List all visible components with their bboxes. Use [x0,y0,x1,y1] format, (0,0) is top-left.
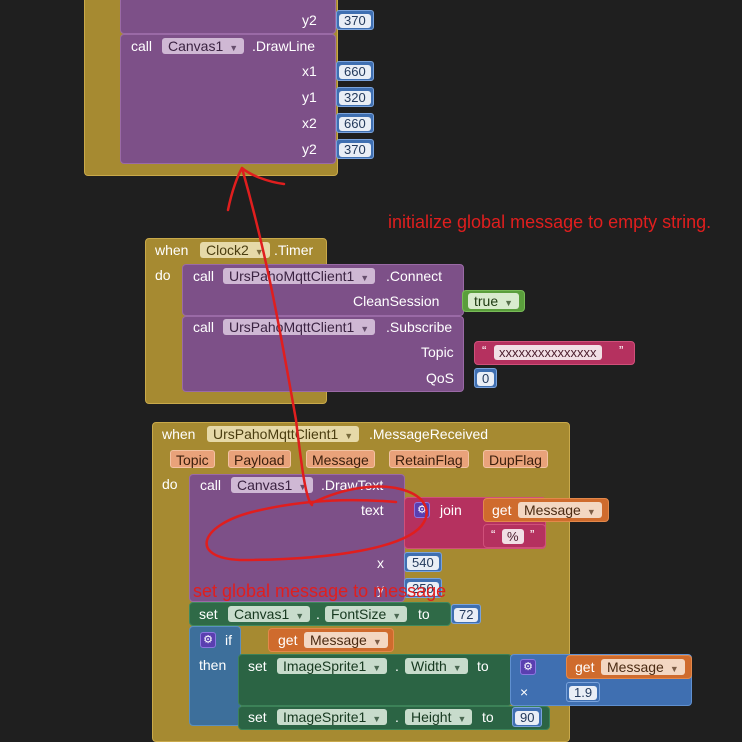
when-keyword: when [162,426,196,442]
annotation-note-top: initialize global message to empty strin… [388,212,712,232]
set-keyword: set [248,658,267,674]
boolean-dropdown[interactable]: true▼ [468,293,520,309]
component-dropdown[interactable]: Canvas1▼ [231,477,314,493]
number-block[interactable]: 250 [404,578,442,598]
component-dropdown[interactable]: UrsPahoMqttClient1▼ [207,426,360,442]
param-label: CleanSession [353,293,440,309]
variable-dropdown[interactable]: Message▼ [304,632,388,648]
to-keyword: to [418,606,430,622]
arg-label: y2 [302,141,317,157]
quote-open: “ [482,343,487,358]
number-block[interactable]: 660 [336,113,374,133]
call-keyword: call [193,268,215,284]
event-name: .MessageReceived [369,426,489,442]
call-keyword: call [193,319,215,335]
event-param-dupflag[interactable]: DupFlag [483,450,548,468]
dot-separator: . [395,658,399,674]
number-block[interactable]: 320 [336,87,374,107]
text-string-value[interactable]: xxxxxxxxxxxxxxx [494,345,602,360]
arg-label: text [361,502,384,518]
do-keyword: do [155,267,171,283]
set-keyword: set [199,606,218,622]
property-dropdown[interactable]: Width▼ [405,658,468,674]
call-keyword: call [200,477,222,493]
if-keyword: if [225,632,232,648]
quote-close: ” [619,343,624,358]
quote-open: “ [491,527,496,542]
component-dropdown[interactable]: Canvas1▼ [228,606,311,622]
get-keyword: get [492,502,512,518]
do-keyword: do [162,476,178,492]
arg-label: x1 [302,63,317,79]
method-name: .Connect [386,268,443,284]
number-block[interactable]: 0 [474,368,498,388]
param-label: QoS [426,370,455,386]
method-name: .Subscribe [386,319,453,335]
arg-label: y2 [302,12,317,28]
number-block[interactable]: 540 [404,552,442,572]
to-keyword: to [477,658,489,674]
component-dropdown[interactable]: UrsPahoMqttClient1▼ [223,319,376,335]
event-param-retainflag[interactable]: RetainFlag [389,450,469,468]
mutator-gear-icon[interactable]: ⚙ [520,659,536,675]
procedure-block-top[interactable] [120,0,336,34]
arg-label: y1 [302,89,317,105]
component-dropdown[interactable]: ImageSprite1▼ [277,658,388,674]
event-name: .Timer [274,242,314,258]
property-dropdown[interactable]: FontSize▼ [325,606,408,622]
variable-dropdown[interactable]: Message▼ [601,659,685,675]
get-keyword: get [575,659,595,675]
component-dropdown[interactable]: Canvas1▼ [162,38,245,54]
to-keyword: to [482,709,494,725]
set-keyword: set [248,709,267,725]
event-param-payload[interactable]: Payload [228,450,291,468]
dot-separator: . [395,709,399,725]
get-keyword: get [278,632,298,648]
variable-dropdown[interactable]: Message▼ [518,502,602,518]
number-block[interactable]: 660 [336,61,374,81]
join-keyword: join [440,502,462,518]
event-param-message[interactable]: Message [306,450,375,468]
dot-separator: . [316,606,320,622]
arg-label: y [377,581,384,597]
param-label: Topic [421,344,454,360]
number-block[interactable]: 370 [336,10,374,30]
method-name: .DrawText [321,477,384,493]
mutator-gear-icon[interactable]: ⚙ [414,502,430,518]
mutator-gear-icon[interactable]: ⚙ [200,632,216,648]
number-block[interactable]: 1.9 [566,682,601,702]
number-block[interactable]: 72 [451,604,482,624]
drawline-call-block[interactable] [120,34,336,164]
component-dropdown[interactable]: UrsPahoMqttClient1▼ [223,268,376,284]
number-block[interactable]: 90 [512,707,543,727]
when-keyword: when [155,242,189,258]
number-block[interactable]: 370 [336,139,374,159]
method-name: .DrawLine [252,38,316,54]
property-dropdown[interactable]: Height▼ [405,709,473,725]
component-dropdown[interactable]: Clock2▼ [200,242,270,258]
component-dropdown[interactable]: ImageSprite1▼ [277,709,388,725]
quote-close: ” [530,527,535,542]
then-keyword: then [199,657,227,673]
arg-label: x2 [302,115,317,131]
annotation-note-bottom: set global message to message [193,581,447,601]
text-string-value[interactable]: % [502,529,524,544]
call-keyword: call [131,38,153,54]
event-param-topic[interactable]: Topic [170,450,215,468]
arg-label: x [377,555,384,571]
multiply-sign: × [520,684,529,700]
